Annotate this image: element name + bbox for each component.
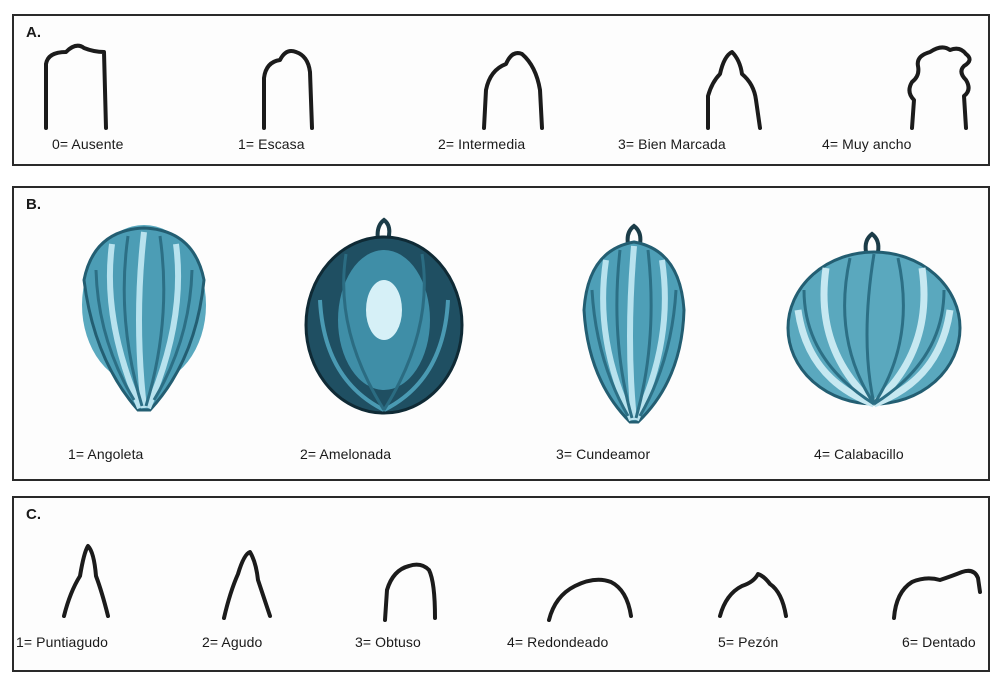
apex-label-1: 1= Puntiagudo: [16, 634, 108, 650]
fruit-label-cundeamor: 3= Cundeamor: [556, 446, 650, 462]
apex-shape-1: [16, 532, 166, 642]
fruit-label-amelonada: 2= Amelonada: [300, 446, 391, 462]
panel-letter-b: B.: [26, 196, 41, 213]
constriction-item-0: 0= Ausente: [34, 38, 174, 163]
constriction-shape-3: [614, 38, 774, 138]
fruit-label-calabacillo: 4= Calabacillo: [814, 446, 904, 462]
constriction-item-4: 4= Muy ancho: [814, 30, 984, 163]
constriction-label-0: 0= Ausente: [52, 136, 123, 152]
apex-shape-3: [349, 532, 479, 642]
apex-shape-5: [704, 532, 824, 642]
apex-item-1: 1= Puntiagudo: [16, 532, 166, 667]
apex-item-2: 2= Agudo: [194, 532, 314, 667]
constriction-item-1: 1= Escasa: [224, 38, 364, 163]
apex-item-6: 6= Dentado: [864, 532, 994, 667]
panel-c-apex-shape: C. 1= Puntiagudo 2= Agudo 3= Obtuso 4= R…: [12, 496, 990, 672]
apex-label-3: 3= Obtuso: [355, 634, 421, 650]
apex-shape-2: [194, 532, 314, 642]
apex-label-2: 2= Agudo: [202, 634, 262, 650]
constriction-label-3: 3= Bien Marcada: [618, 136, 726, 152]
constriction-shape-4: [814, 30, 984, 140]
fruit-item-amelonada: 2= Amelonada: [284, 210, 484, 470]
fruit-shape-amelonada: [284, 210, 484, 430]
constriction-item-2: 2= Intermedia: [424, 38, 574, 163]
apex-label-4: 4= Redondeado: [507, 634, 608, 650]
apex-item-4: 4= Redondeado: [499, 532, 649, 667]
fruit-item-calabacillo: 4= Calabacillo: [774, 210, 974, 470]
panel-letter-c: C.: [26, 506, 41, 523]
apex-item-5: 5= Pezón: [704, 532, 824, 667]
apex-shape-4: [499, 532, 649, 642]
constriction-label-4: 4= Muy ancho: [822, 136, 912, 152]
constriction-label-1: 1= Escasa: [238, 136, 305, 152]
constriction-shape-0: [34, 38, 154, 138]
constriction-shape-2: [424, 38, 554, 138]
fruit-item-cundeamor: 3= Cundeamor: [544, 210, 724, 470]
fruit-shape-angoleta: [54, 210, 234, 430]
apex-label-5: 5= Pezón: [718, 634, 778, 650]
fruit-item-angoleta: 1= Angoleta: [54, 210, 234, 470]
apex-shape-6: [864, 532, 994, 642]
fruit-shape-calabacillo: [774, 210, 974, 430]
constriction-shape-1: [224, 38, 344, 138]
fruit-shape-cundeamor: [544, 210, 724, 430]
apex-item-3: 3= Obtuso: [349, 532, 479, 667]
panel-a-constriction: A. 0= Ausente 1= Escasa 2= Intermedia 3=…: [12, 14, 990, 166]
panel-b-fruit-shape: B. 1= Angoleta 2= Amelonada: [12, 186, 990, 481]
fruit-label-angoleta: 1= Angoleta: [68, 446, 143, 462]
apex-label-6: 6= Dentado: [902, 634, 976, 650]
constriction-item-3: 3= Bien Marcada: [614, 38, 794, 163]
constriction-label-2: 2= Intermedia: [438, 136, 525, 152]
